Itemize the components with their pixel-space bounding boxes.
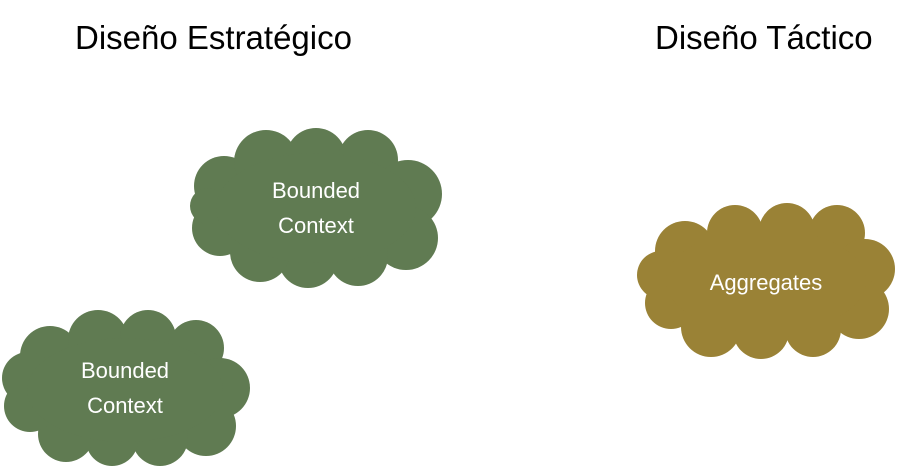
cloud-label: Aggregates: [709, 269, 823, 295]
cloud-label-line: Context: [278, 213, 354, 238]
heading-tactical-design: Diseño Táctico: [655, 19, 873, 56]
heading-strategic-design: Diseño Estratégico: [75, 19, 352, 56]
cloud-shape-icon: [2, 310, 250, 466]
cloud-shape-icon: [637, 203, 895, 359]
aggregates-cloud: Aggregates: [637, 203, 895, 361]
cloud-label-line: Context: [87, 392, 163, 418]
bounded-context-cloud-bottom: Bounded Context: [0, 310, 250, 466]
bounded-context-cloud-top: Bounded Context: [188, 128, 444, 288]
cloud-shape-icon: [190, 128, 442, 288]
cloud-label-line: Bounded: [271, 178, 361, 203]
cloud-label-line: Bounded: [80, 357, 170, 383]
